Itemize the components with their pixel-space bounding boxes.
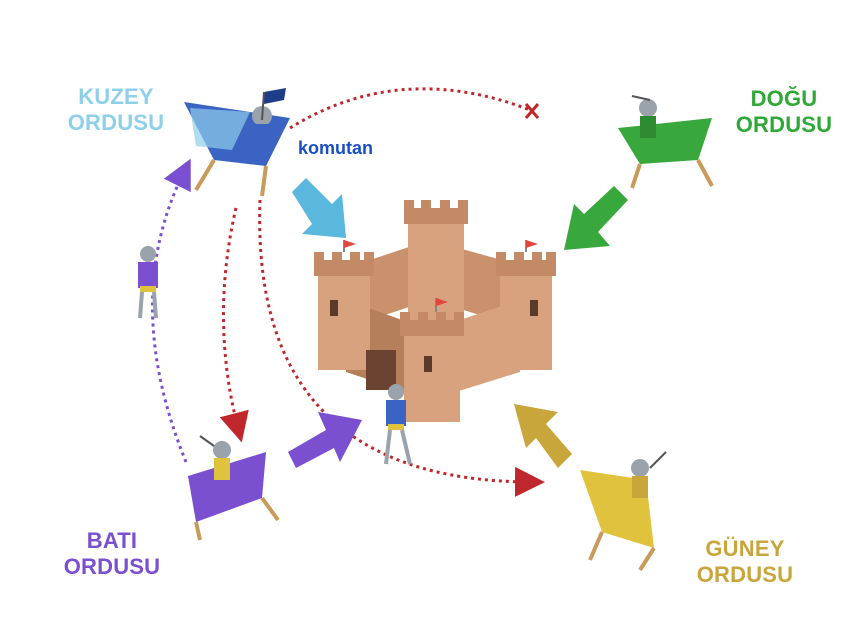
label-south-line2: ORDUSU <box>696 562 794 587</box>
attack-arrow-north <box>292 178 346 238</box>
purple-knight-icon <box>188 435 280 541</box>
label-north-line1: KUZEY <box>78 84 154 109</box>
attack-arrow-east <box>564 186 628 250</box>
messenger-paths <box>151 87 545 497</box>
label-north-line2: ORDUSU <box>67 110 165 135</box>
label-north-army: KUZEY ORDUSU <box>56 84 176 136</box>
attack-arrow-west <box>288 412 362 468</box>
x-mark-icon <box>524 103 540 119</box>
label-east-army: DOĞU ORDUSU <box>724 86 844 138</box>
green-knight-icon <box>618 95 714 189</box>
castle-icon <box>314 200 556 422</box>
purple-messenger-icon <box>138 246 158 319</box>
label-east-line2: ORDUSU <box>735 112 833 137</box>
path-north-to-east <box>289 87 531 130</box>
attack-arrow-south <box>514 404 572 468</box>
path-north-to-south <box>258 199 545 497</box>
label-south-line1: GÜNEY <box>705 536 785 561</box>
label-east-line1: DOĞU <box>750 86 818 111</box>
blue-messenger-icon <box>384 384 412 465</box>
label-west-line2: ORDUSU <box>63 554 161 579</box>
blue-knight-icon <box>184 88 290 197</box>
path-west-to-north <box>151 158 191 463</box>
label-commander: komutan <box>298 138 374 158</box>
path-north-to-west <box>219 207 249 443</box>
label-west-army: BATI ORDUSU <box>52 528 172 580</box>
label-south-army: GÜNEY ORDUSU <box>680 536 810 588</box>
label-west-line1: BATI <box>86 528 138 553</box>
yellow-knight-icon <box>580 451 667 572</box>
